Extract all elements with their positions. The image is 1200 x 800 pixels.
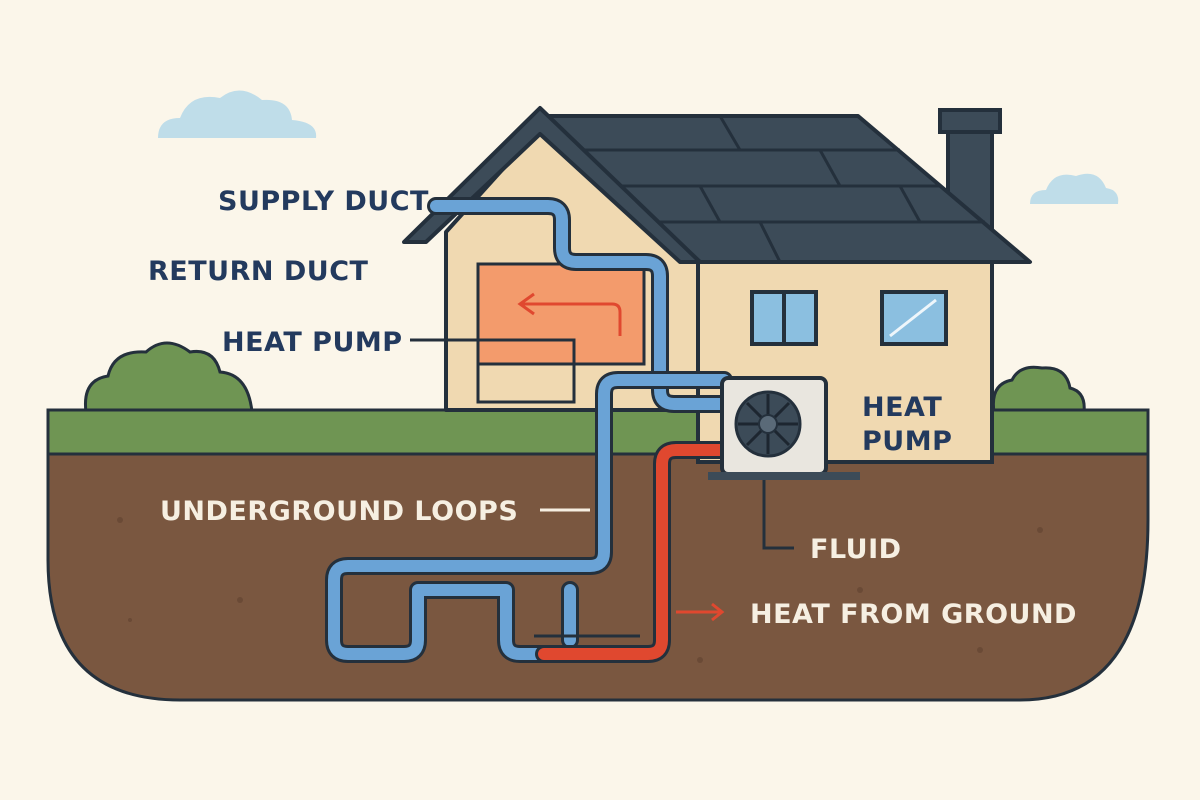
label-heat-pump-unit-line2: PUMP [862, 426, 952, 457]
warm-air-arrow [517, 292, 622, 336]
label-heat-pump: HEAT PUMP [222, 327, 403, 358]
roof-eave-left [402, 106, 702, 264]
label-heat-from-ground: HEAT FROM GROUND [750, 599, 1077, 630]
bush-right [991, 365, 1086, 414]
fan-icon [734, 390, 802, 458]
cold-fluid-pipe [325, 197, 733, 663]
bush-left [83, 341, 254, 414]
label-heat-pump-unit-line1: HEAT [862, 392, 942, 423]
heat-from-ground-arrow [676, 602, 725, 622]
window-right [880, 290, 948, 346]
label-return-duct: RETURN DUCT [148, 256, 369, 287]
chimney-cap [938, 108, 1002, 134]
fluid-leader [762, 480, 794, 550]
label-underground-loops: UNDERGROUND LOOPS [160, 496, 518, 527]
window-left [750, 290, 818, 346]
heat-pump-leader [410, 338, 576, 404]
label-supply-duct: SUPPLY DUCT [218, 186, 429, 217]
roof-shingle-lines [580, 115, 985, 263]
warm-air-zone [476, 262, 646, 366]
soil [46, 452, 1150, 702]
cloud-left [158, 90, 317, 138]
label-fluid: FLUID [810, 534, 902, 565]
hot-fluid-pipe [535, 441, 733, 663]
cloud-right [1030, 173, 1119, 204]
